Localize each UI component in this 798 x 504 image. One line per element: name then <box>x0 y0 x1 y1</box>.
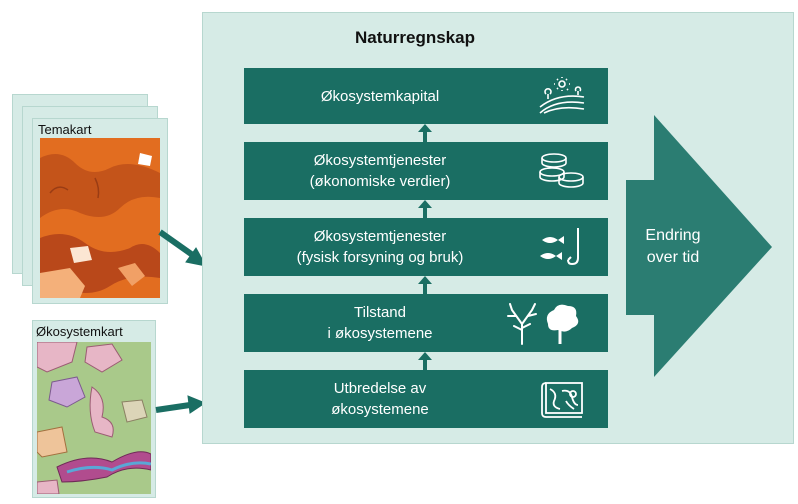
arrow-up-3 <box>418 276 432 294</box>
box-label-line-1: Økosystemtjenester <box>313 228 447 245</box>
change-label-line-2: over tid <box>646 249 700 266</box>
change-over-time-arrow <box>626 115 772 377</box>
trees-icon <box>507 303 579 345</box>
ecosystem-map-arrow <box>155 395 207 414</box>
box-okosystemtjenester-okonomiske: Økosystemtjenester (økonomiske verdier) <box>244 142 608 200</box>
box-label-line-1: Tilstand <box>354 304 406 321</box>
box-utbredelse: Utbredelse av økosystemene <box>244 370 608 428</box>
box-label: Økosystemkapital <box>320 87 440 105</box>
fish-hook-icon <box>540 228 579 266</box>
ecosystem-map-label: Økosystemkart <box>36 324 123 339</box>
box-label-line-2: (fysisk forsyning og bruk) <box>296 249 464 266</box>
arrow-up-1 <box>418 124 432 142</box>
box-okosystemtjenester-fysisk: Økosystemtjenester (fysisk forsyning og … <box>244 218 608 276</box>
landscape-sun-icon <box>539 77 585 114</box>
theme-map-arrow <box>158 229 207 267</box>
theme-map-label: Temakart <box>38 122 92 137</box>
theme-map-image <box>40 138 160 298</box>
ecosystem-map-image <box>37 342 151 494</box>
box-label-line-1: Økosystemtjenester <box>313 152 447 169</box>
panel-title: Naturregnskap <box>355 28 475 47</box>
arrow-up-2 <box>418 200 432 218</box>
box-label-line-2: i økosystemene <box>327 325 433 342</box>
change-label-line-1: Endring <box>645 227 701 244</box>
map-scroll-icon <box>541 382 583 418</box>
box-tilstand: Tilstand i økosystemene <box>244 294 608 352</box>
box-label-line-2: (økonomiske verdier) <box>309 173 451 190</box>
box-label-line-1: Utbredelse av <box>333 380 427 397</box>
arrow-up-4 <box>418 352 432 370</box>
box-okosystemkapital: Økosystemkapital <box>244 68 608 124</box>
box-label-line-2: økosystemene <box>331 401 429 418</box>
coins-icon <box>539 153 584 188</box>
change-over-time-label: Endring over tid <box>630 225 716 269</box>
